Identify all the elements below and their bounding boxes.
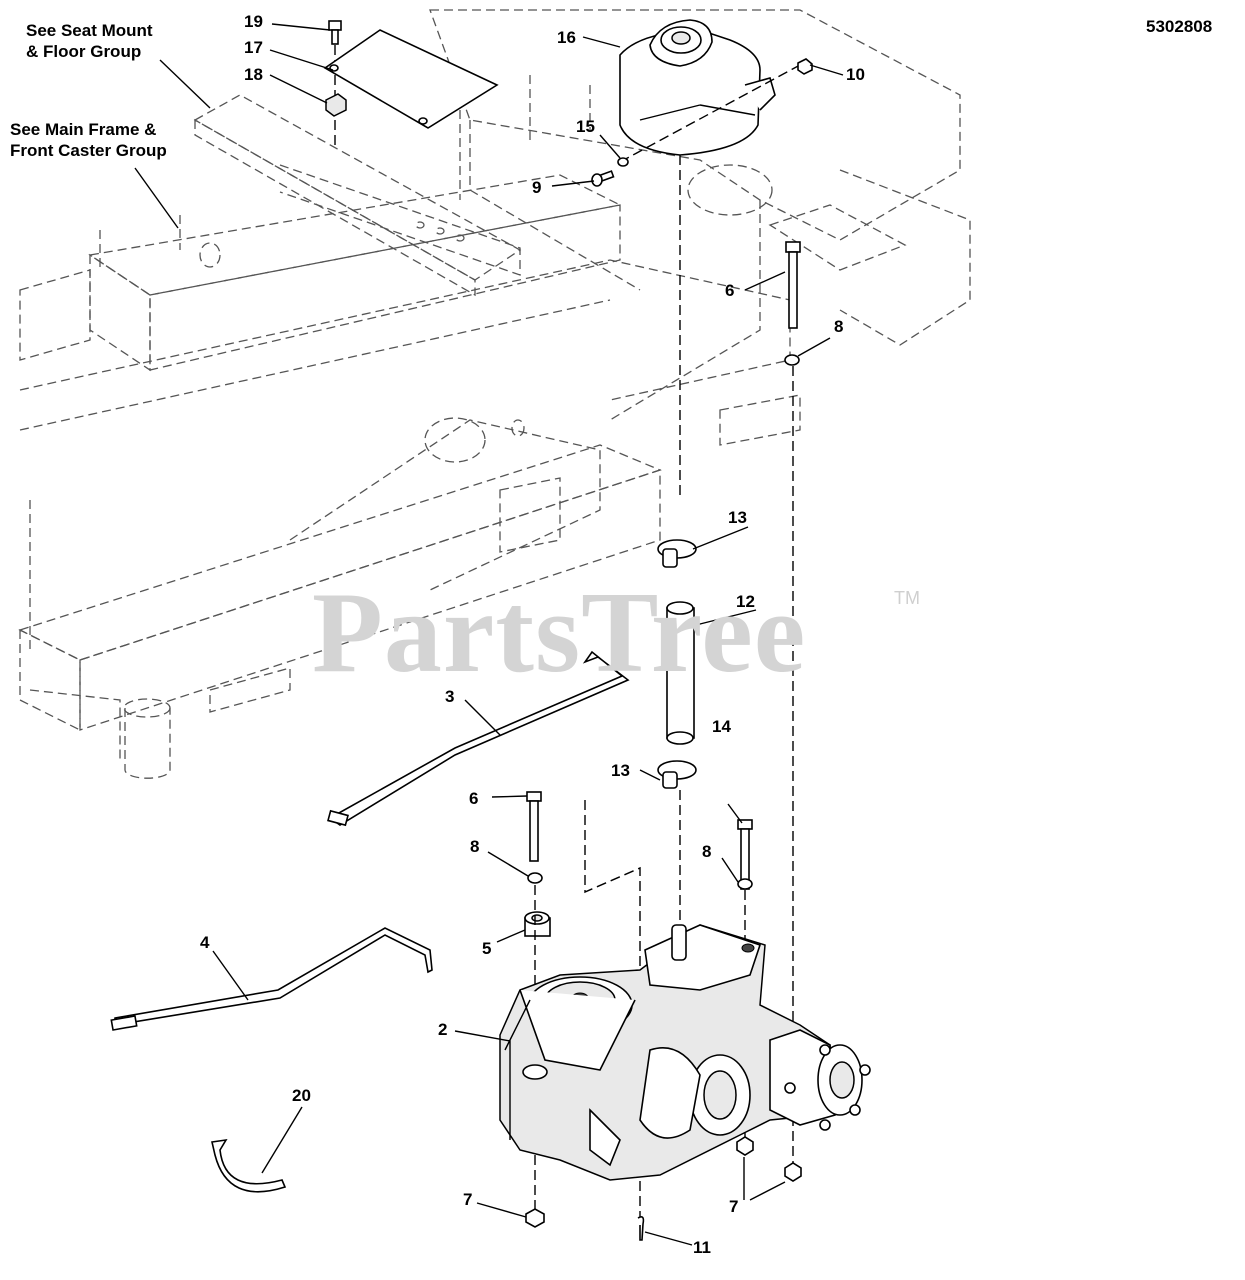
nut-7-left (525, 1208, 545, 1228)
watermark: PartsTree (312, 569, 807, 697)
callout-leaders (134, 23, 844, 1246)
washer-8-left (527, 872, 543, 884)
nut-7-right (784, 1162, 802, 1182)
washer-15 (617, 157, 629, 167)
callout-3[interactable]: 3 (445, 687, 455, 706)
note-main-frame-line1: See Main Frame & (10, 120, 157, 139)
callout-7-middle[interactable]: 7 (729, 1197, 739, 1216)
nut-10 (797, 58, 813, 75)
callout-15[interactable]: 15 (576, 117, 595, 136)
spacer-5 (524, 911, 551, 937)
callout-7-left[interactable]: 7 (463, 1190, 473, 1209)
reservoir-tank-16 (619, 19, 776, 156)
callout-16[interactable]: 16 (557, 28, 576, 47)
cable-tie-20 (211, 1138, 287, 1193)
callout-10[interactable]: 10 (846, 65, 865, 84)
bolt-6-lower (526, 791, 542, 862)
washer-8-upper (784, 354, 800, 366)
callout-6-upper[interactable]: 6 (725, 281, 735, 300)
callout-8-upper[interactable]: 8 (834, 317, 844, 336)
nut-7-middle (736, 1136, 754, 1156)
note-seat-mount: See Seat Mount & Floor Group (26, 20, 153, 62)
note-seat-mount-line1: See Seat Mount (26, 21, 153, 40)
chassis-frame-outline (18, 9, 971, 779)
rod-4 (114, 927, 433, 1026)
callout-8-left[interactable]: 8 (470, 837, 480, 856)
note-main-frame-line2: Front Caster Group (10, 141, 167, 160)
hose-12 (666, 601, 695, 745)
bolt-9 (591, 170, 615, 187)
callout-6-lower[interactable]: 6 (469, 789, 479, 808)
callout-12[interactable]: 12 (736, 592, 755, 611)
clip-nut-18 (325, 93, 347, 117)
callout-8-right[interactable]: 8 (702, 842, 712, 861)
note-main-frame: See Main Frame & Front Caster Group (10, 119, 167, 161)
transaxle-2 (499, 924, 871, 1181)
cover-plate-17 (323, 29, 499, 129)
bolt-19 (328, 20, 342, 45)
callout-14[interactable]: 14 (712, 717, 731, 736)
washer-8-right (737, 878, 753, 890)
callout-13-lower[interactable]: 13 (611, 761, 630, 780)
callout-18[interactable]: 18 (244, 65, 263, 84)
note-seat-mount-line2: & Floor Group (26, 42, 142, 61)
callout-17[interactable]: 17 (244, 38, 263, 57)
callout-11[interactable]: 11 (693, 1238, 711, 1257)
callout-20[interactable]: 20 (292, 1086, 311, 1105)
bolt-6-upper (785, 241, 801, 329)
callout-9[interactable]: 9 (532, 178, 542, 197)
diagram-id: 5302808 (1146, 17, 1213, 36)
callout-13-upper[interactable]: 13 (728, 508, 747, 527)
callout-5[interactable]: 5 (482, 939, 492, 958)
cotter-pin-11 (637, 1216, 645, 1241)
callout-2[interactable]: 2 (438, 1020, 448, 1039)
callout-19[interactable]: 19 (244, 12, 263, 31)
callout-4[interactable]: 4 (200, 933, 210, 952)
hose-clamp-13-upper (657, 539, 697, 568)
hose-clamp-13-lower (657, 760, 697, 789)
watermark-trademark: TM (894, 588, 920, 608)
